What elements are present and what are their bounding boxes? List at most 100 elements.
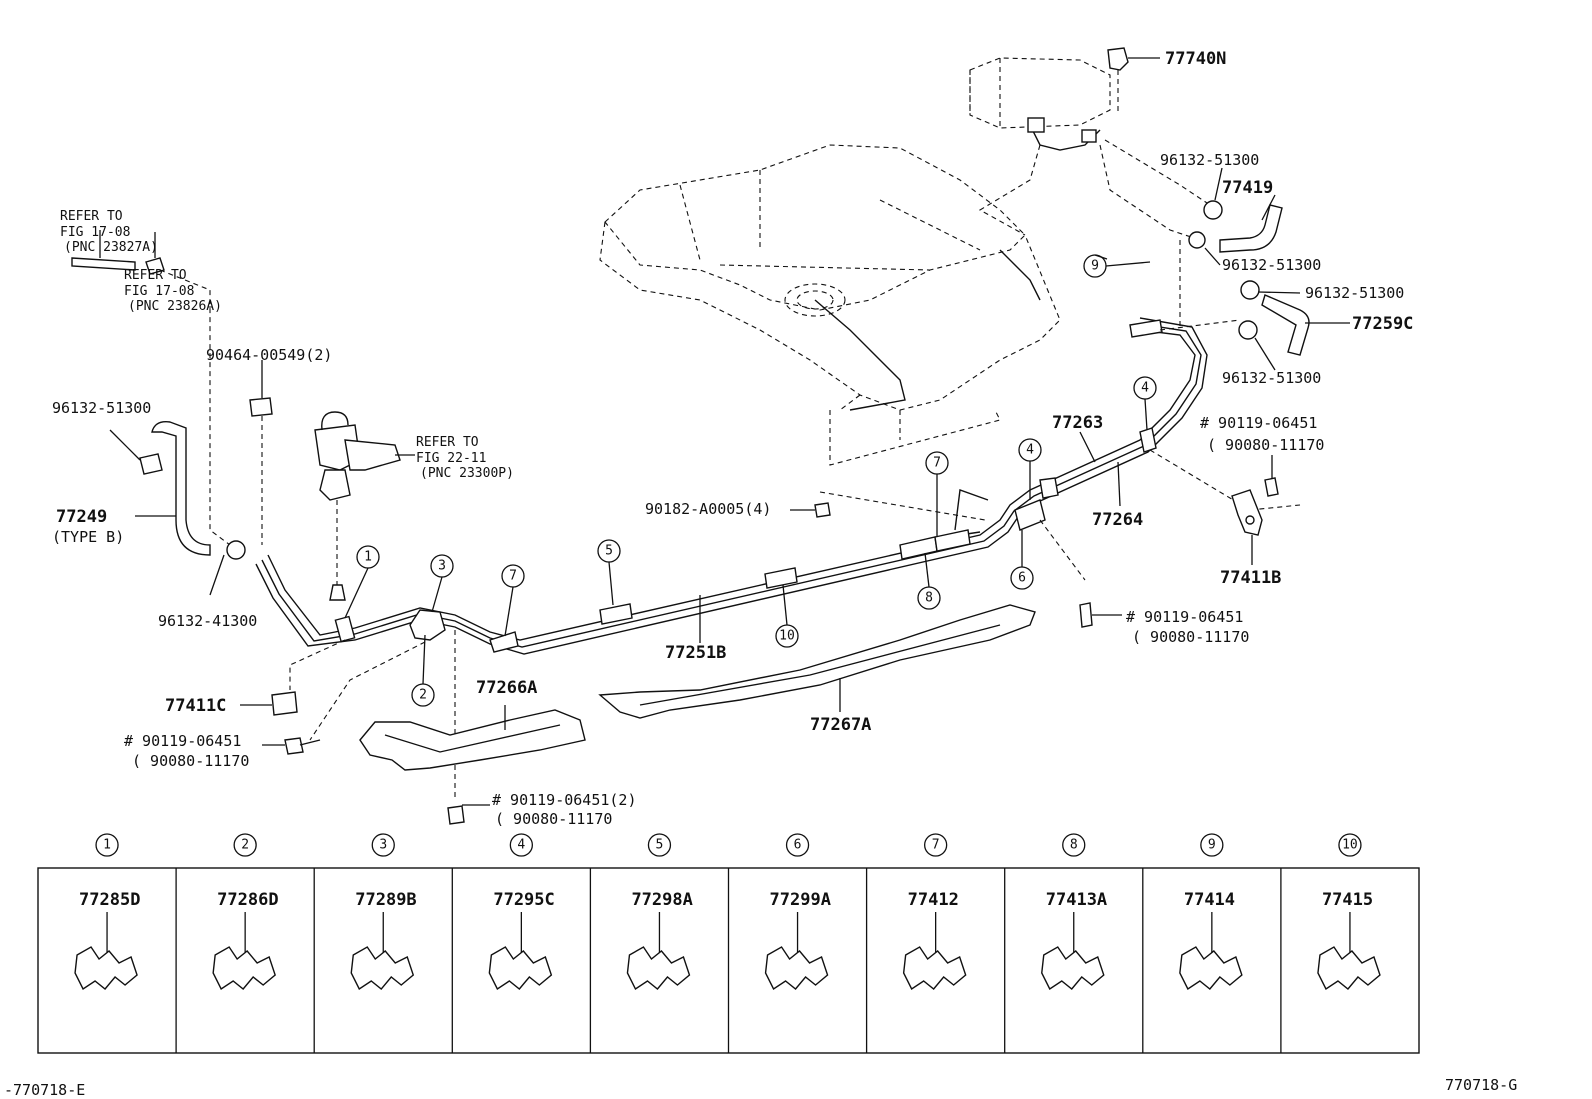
callout-7a: 7: [501, 564, 525, 637]
svg-text:4: 4: [1141, 381, 1149, 396]
label-77251b: 77251B: [665, 643, 726, 663]
clamp-part-number: 77299A: [770, 890, 831, 910]
callout-9: 9: [1083, 254, 1151, 278]
clamp-number-circle: [785, 833, 810, 857]
clamp-icon: [488, 946, 553, 991]
label-96132-r3: 96132-51300: [1305, 284, 1404, 302]
svg-text:2: 2: [419, 688, 427, 703]
label-96132-r4: 96132-51300: [1222, 369, 1321, 387]
clamp-icon: [902, 946, 967, 991]
label-96132-r2: 96132-51300: [1222, 256, 1321, 274]
label-leaders: [699, 254, 1121, 643]
clamp-96132-r1: [1203, 167, 1223, 220]
clamp-icon: [350, 946, 415, 991]
protector-77267a: [598, 604, 1036, 719]
bolt-90119-a: [262, 737, 321, 755]
label-90119-b: # 90119-06451(2): [492, 791, 637, 809]
clamp-number-circle: [509, 833, 533, 857]
callout-8: 8: [917, 552, 941, 610]
ref3-line3: (PNC 23300P): [420, 466, 514, 481]
clamp-number-circle: [647, 833, 672, 857]
part-labels: REFER TO FIG 17-08 (PNC 23827A) REFER TO…: [52, 49, 1413, 828]
callouts: 1 2 3 4 4 5 6 7 7 8 9 10: [344, 254, 1157, 707]
hose-77259c: [1261, 294, 1350, 356]
nut-90182: [790, 502, 831, 518]
ref1-line1: REFER TO: [60, 209, 123, 224]
label-77264: 77264: [1092, 510, 1143, 530]
footer-left-code: -770718-E: [4, 1081, 85, 1099]
label-77411c: 77411C: [165, 696, 226, 716]
clamp-part-number: 77295C: [493, 890, 554, 910]
clamp-part-number: 77415: [1322, 890, 1373, 910]
clamp-96132-r3: [1240, 280, 1301, 300]
clamp-96132-left: [109, 429, 163, 475]
clamp-number-circle: [1062, 833, 1086, 857]
bolt-90119-b: [447, 804, 490, 825]
dashed-leaders: [289, 240, 1301, 800]
label-90119-d: # 90119-06451: [1126, 608, 1243, 626]
clamp-part-number: 77286D: [217, 890, 278, 910]
clamp-number: 2: [241, 838, 249, 853]
callout-4a: 4: [1133, 376, 1157, 431]
clamp-icon: [1041, 946, 1105, 991]
clamp-part-number: 77414: [1184, 890, 1235, 910]
ref3-line1: REFER TO: [416, 435, 479, 450]
label-96132-left: 96132-51300: [52, 399, 151, 417]
label-77740n: 77740N: [1165, 49, 1226, 69]
ref3-line2: FIG 22-11: [416, 451, 486, 466]
clamp-number-circle: [924, 833, 948, 857]
clamp-part-number: 77285D: [79, 890, 140, 910]
label-77249-type: (TYPE B): [52, 528, 124, 546]
part-77740n: [1107, 47, 1160, 115]
callout-1: 1: [344, 545, 380, 619]
clamp-part-number: 77412: [908, 890, 959, 910]
clamp-icon: [212, 946, 276, 991]
clamp-number-circle: [95, 833, 119, 857]
callout-3: 3: [430, 554, 454, 613]
label-90119-a: # 90119-06451: [124, 732, 241, 750]
hose-77419: [1219, 194, 1283, 253]
clamp-number: 6: [794, 838, 802, 853]
ref2-line1: REFER TO: [124, 268, 187, 283]
clamp-table: 177285D277286D377289B477295C577298A67729…: [37, 833, 1420, 1054]
hose-77249: [135, 421, 211, 556]
label-77259c: 77259C: [1352, 314, 1413, 334]
clamp-cell-7: 7 77412: [865, 833, 967, 1053]
label-77267a: 77267A: [810, 715, 871, 735]
label-90080-a: ( 90080-11170: [132, 752, 249, 770]
svg-text:4: 4: [1026, 443, 1034, 458]
label-77249: 77249: [56, 507, 107, 527]
svg-text:10: 10: [779, 629, 795, 644]
clamp-part-number: 77413A: [1046, 890, 1107, 910]
clamp-cell-1: 1 77285D: [74, 833, 140, 991]
clamp-icon: [626, 946, 691, 991]
clamp-number: 1: [103, 838, 111, 853]
clamp-icon: [1179, 946, 1243, 991]
clamp-96132-r2: [1188, 231, 1221, 266]
ref1-line2: FIG 17-08: [60, 225, 130, 240]
svg-text:1: 1: [364, 550, 372, 565]
clamp-part-number: 77298A: [631, 890, 692, 910]
clamp-icon: [74, 946, 138, 991]
label-96132-r1: 96132-51300: [1160, 151, 1259, 169]
clamp-number-circle: [1338, 833, 1362, 857]
clamp-number: 7: [932, 838, 940, 853]
clamp-cell-6: 6 77299A: [727, 833, 831, 1053]
label-90119-c: # 90119-06451: [1200, 414, 1317, 432]
svg-text:3: 3: [438, 559, 446, 574]
clamp-number-circle: [233, 833, 257, 857]
svg-text:7: 7: [933, 456, 941, 471]
svg-text:6: 6: [1018, 571, 1026, 586]
part-90464: [249, 360, 273, 545]
clamp-number-circle: [371, 833, 395, 857]
label-96132-41300: 96132-41300: [158, 612, 257, 630]
part-90119-d: [1079, 602, 1122, 628]
part-90119-c: [1264, 455, 1279, 497]
callout-4b: 4: [1018, 438, 1042, 500]
callout-2: 2: [411, 634, 435, 707]
callout-5: 5: [597, 539, 621, 606]
label-77419: 77419: [1222, 178, 1273, 198]
